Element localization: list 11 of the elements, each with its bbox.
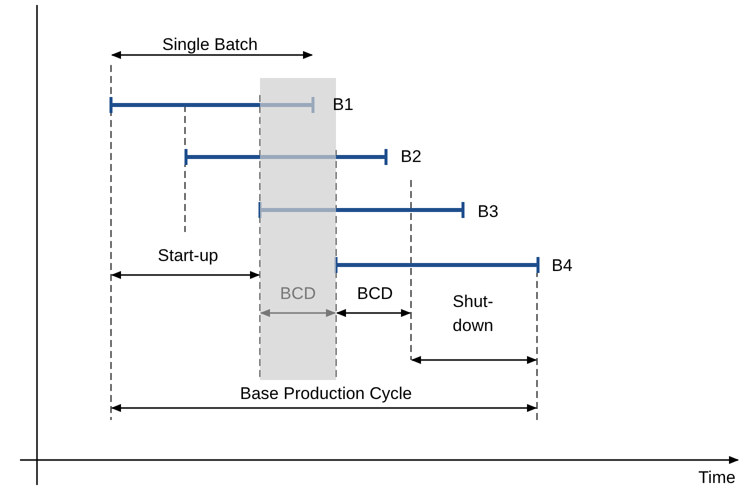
- dimension-label: Shut-down: [452, 291, 494, 337]
- batch-label: B4: [552, 256, 572, 276]
- dimension-label: Single Batch: [162, 35, 258, 55]
- dimension-label: Base Production Cycle: [240, 384, 412, 404]
- dimension-label: BCD: [357, 284, 393, 304]
- dimension-label: Start-up: [158, 246, 218, 266]
- axis-label: Time: [698, 468, 736, 488]
- batch-label: B3: [478, 202, 498, 222]
- dimension-label: BCD: [280, 284, 316, 304]
- batch-label: B1: [332, 95, 354, 115]
- batch-label: B2: [400, 147, 422, 167]
